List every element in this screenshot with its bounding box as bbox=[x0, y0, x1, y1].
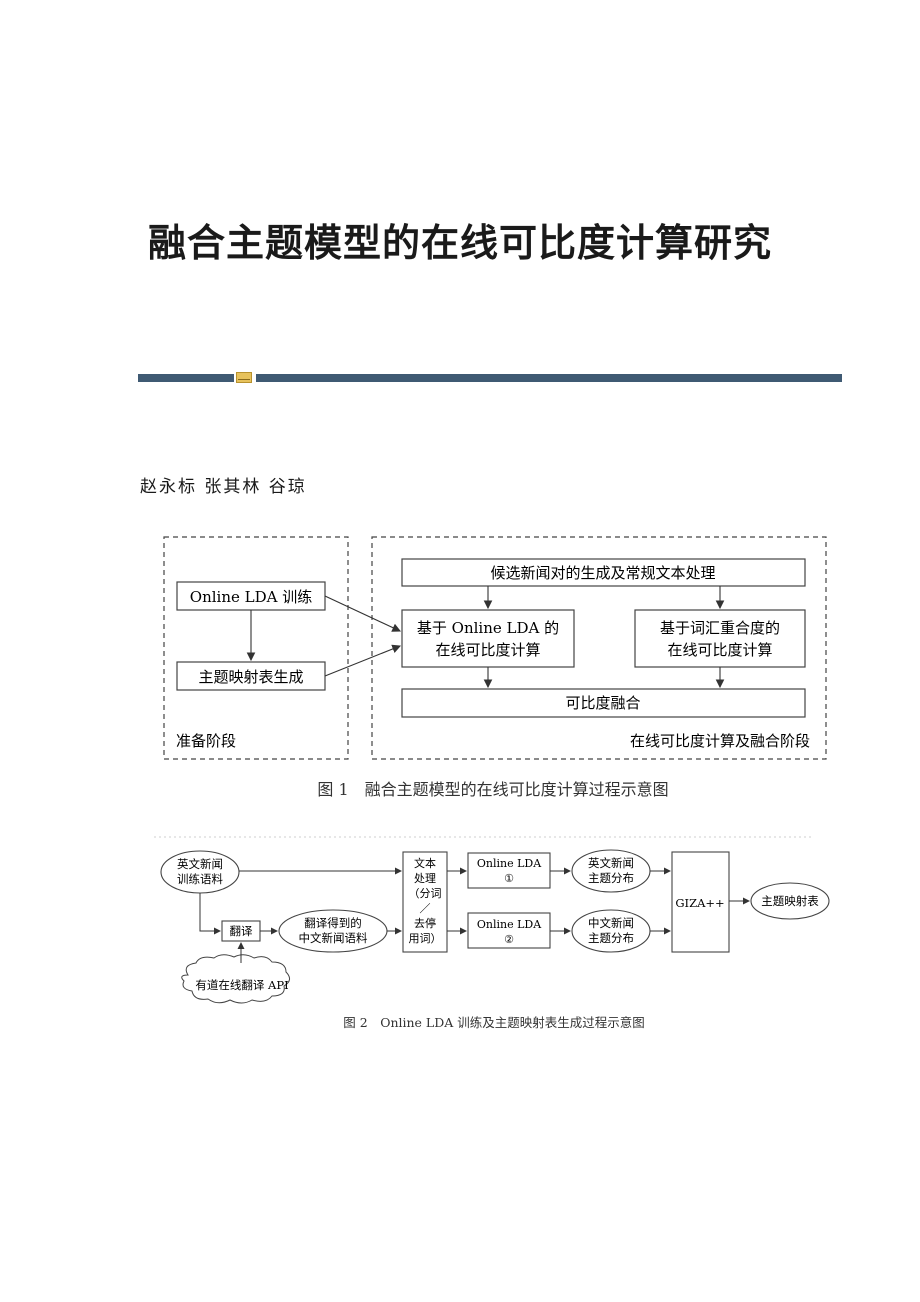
translation-api-cloud bbox=[181, 954, 290, 1004]
text-processing-label-6: 用词） bbox=[409, 932, 442, 945]
online-lda-2-label-2: ② bbox=[504, 933, 514, 946]
text-processing-label-5: 去停 bbox=[414, 916, 436, 930]
translate-label: 翻译 bbox=[230, 924, 253, 938]
candidate-generation-label: 候选新闻对的生成及常规文本处理 bbox=[490, 564, 715, 582]
online-stage-frame bbox=[371, 536, 827, 760]
lexical-similarity-box bbox=[634, 609, 806, 668]
prep-box-online-lda bbox=[176, 581, 326, 611]
figure-1-flowchart: Online LDA 训练 主题映射表生成 准备阶段 候选新闻对的生成及常规文本… bbox=[163, 536, 827, 799]
candidate-generation-box bbox=[401, 558, 806, 587]
lexical-similarity-label-2: 在线可比度计算 bbox=[667, 641, 772, 659]
fusion-box bbox=[401, 688, 806, 718]
chinese-corpus-label-1: 翻译得到的 bbox=[304, 916, 362, 930]
prep-stage-frame bbox=[163, 536, 349, 760]
prep-stage-label: 准备阶段 bbox=[176, 732, 236, 750]
text-processing-box bbox=[402, 851, 448, 953]
giza-box bbox=[671, 851, 730, 953]
lda-similarity-label-1: 基于 Online LDA 的 bbox=[417, 619, 559, 637]
lda-similarity-label-2: 在线可比度计算 bbox=[435, 641, 540, 659]
giza-label: GIZA++ bbox=[675, 896, 724, 910]
online-lda-1-label-1: Online LDA bbox=[477, 857, 542, 870]
fusion-label: 可比度融合 bbox=[565, 694, 640, 712]
text-processing-label-1: 文本 bbox=[414, 856, 436, 870]
english-corpus-label-1: 英文新闻 bbox=[177, 857, 223, 871]
figure-2-caption: 图 2 Online LDA 训练及主题映射表生成过程示意图 bbox=[343, 1015, 644, 1030]
figure-2-flowchart: 英文新闻 训练语料 翻译 翻译得到的 中文新闻语料 有道在线翻译 API 文本 … bbox=[154, 836, 830, 1030]
envelope-icon bbox=[236, 372, 252, 383]
lda-similarity-box bbox=[401, 609, 575, 668]
english-topic-label-1: 英文新闻 bbox=[588, 856, 634, 870]
topic-map-label: 主题映射表 bbox=[761, 894, 819, 908]
prep-box-topic-map-label: 主题映射表生成 bbox=[198, 668, 303, 686]
english-corpus-label-2: 训练语料 bbox=[177, 872, 223, 886]
online-lda-1-label-2: ① bbox=[504, 872, 514, 885]
text-processing-label-4: ／ bbox=[420, 902, 431, 915]
translation-api-label: 有道在线翻译 API bbox=[195, 978, 288, 992]
text-processing-label-2: 处理 bbox=[414, 872, 436, 885]
figure-1-caption: 图 1 融合主题模型的在线可比度计算过程示意图 bbox=[317, 780, 668, 799]
chinese-corpus-label-2: 中文新闻语料 bbox=[299, 931, 368, 945]
chinese-topic-label-1: 中文新闻 bbox=[588, 916, 634, 930]
online-stage-label: 在线可比度计算及融合阶段 bbox=[630, 732, 810, 750]
online-lda-2-box bbox=[467, 912, 551, 949]
english-topic-label-2: 主题分布 bbox=[588, 871, 634, 885]
text-processing-label-3: （分词 bbox=[409, 887, 442, 900]
title-divider-left bbox=[138, 374, 234, 382]
topic-map-node bbox=[750, 882, 830, 920]
chinese-topic-label-2: 主题分布 bbox=[588, 931, 634, 945]
paper-title: 融合主题模型的在线可比度计算研究 bbox=[147, 220, 772, 265]
lexical-similarity-label-1: 基于词汇重合度的 bbox=[660, 619, 780, 637]
author-list: 赵永标 张其林 谷琼 bbox=[140, 477, 307, 497]
prep-box-online-lda-label: Online LDA 训练 bbox=[190, 588, 312, 606]
online-lda-2-label-1: Online LDA bbox=[477, 918, 542, 931]
prep-box-topic-map bbox=[176, 661, 326, 691]
title-divider-right bbox=[256, 374, 842, 382]
